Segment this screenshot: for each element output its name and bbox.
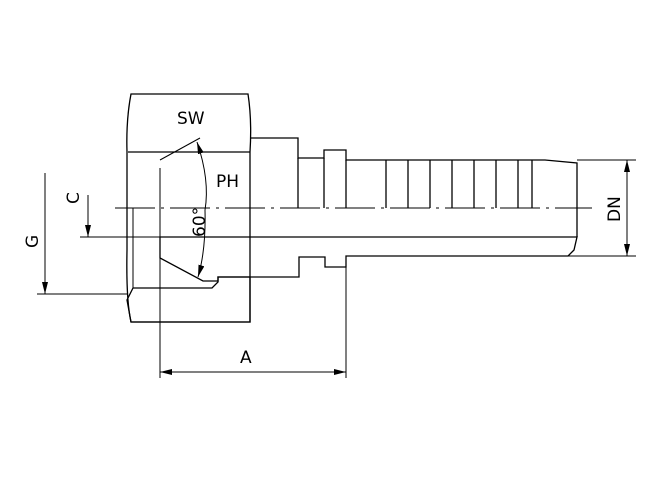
- angle-label: 60°: [190, 207, 210, 237]
- angle-arc: [196, 141, 207, 211]
- c-label: C: [64, 192, 84, 204]
- dn-label: DN: [605, 196, 625, 222]
- body-section: [159, 236, 578, 282]
- g-label: G: [23, 235, 43, 248]
- ph-label: PH: [216, 172, 239, 192]
- a-label: A: [240, 348, 252, 368]
- barbs: [385, 160, 533, 208]
- sw-label: SW: [177, 109, 205, 129]
- nut-section: [126, 276, 251, 323]
- angle-leader: [159, 137, 201, 161]
- nipple-body: [159, 137, 578, 282]
